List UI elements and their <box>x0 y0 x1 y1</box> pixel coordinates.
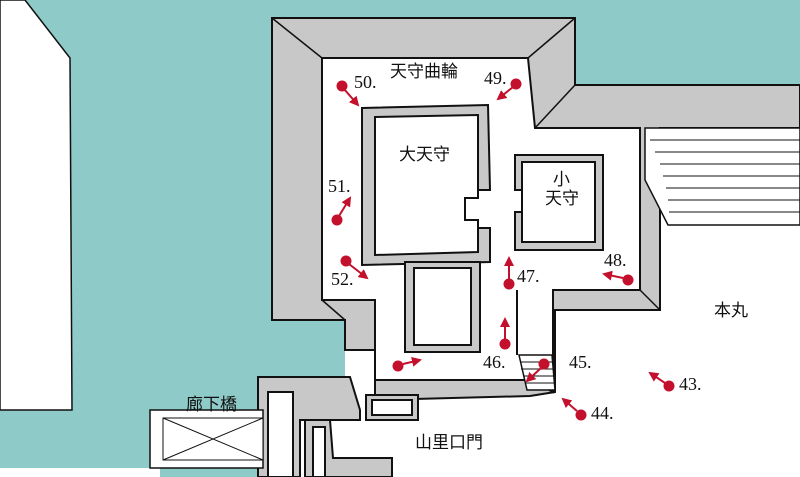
label-dai-tenshu: 大天守 <box>399 145 450 165</box>
svg-text:51.: 51. <box>328 176 351 196</box>
marker-49[interactable]: 49. <box>484 68 522 101</box>
marker-46[interactable]: 46. <box>483 317 511 372</box>
svg-text:45.: 45. <box>569 352 592 372</box>
svg-text:44.: 44. <box>591 403 614 423</box>
label-sho-tenshu-1: 小 <box>553 170 570 190</box>
label-yamazato-gate: 山里口門 <box>415 433 483 453</box>
marker-45[interactable]: 45. <box>525 352 592 383</box>
marker-47[interactable]: 47. <box>503 256 540 290</box>
stair-steps <box>650 139 800 213</box>
marker-43[interactable]: 43. <box>648 371 702 394</box>
left-bank <box>0 0 73 411</box>
yamazato-inner-wall <box>304 419 393 477</box>
label-rokabashi: 廊下橋 <box>186 395 237 415</box>
svg-text:48.: 48. <box>604 250 627 270</box>
svg-text:47.: 47. <box>517 266 540 286</box>
svg-text:46.: 46. <box>483 352 506 372</box>
marker-44[interactable]: 44. <box>561 397 614 423</box>
marker-52[interactable]: 52. <box>331 255 369 290</box>
svg-text:43.: 43. <box>679 374 702 394</box>
left-bank-bottom <box>0 468 160 477</box>
marker-51[interactable]: 51. <box>328 176 352 226</box>
svg-text:49.: 49. <box>484 68 507 88</box>
label-tenshu-kuruwa: 天守曲輪 <box>390 62 458 82</box>
marker-50[interactable]: 50. <box>336 72 377 107</box>
svg-text:50.: 50. <box>354 72 377 92</box>
label-sho-tenshu-2: 天守 <box>545 189 579 209</box>
label-honmaru: 本丸 <box>714 301 748 321</box>
marker-unlabeled[interactable] <box>392 356 422 372</box>
svg-text:52.: 52. <box>331 269 354 289</box>
rokabashi-bridge <box>149 409 264 469</box>
marker-48[interactable]: 48. <box>602 250 634 286</box>
